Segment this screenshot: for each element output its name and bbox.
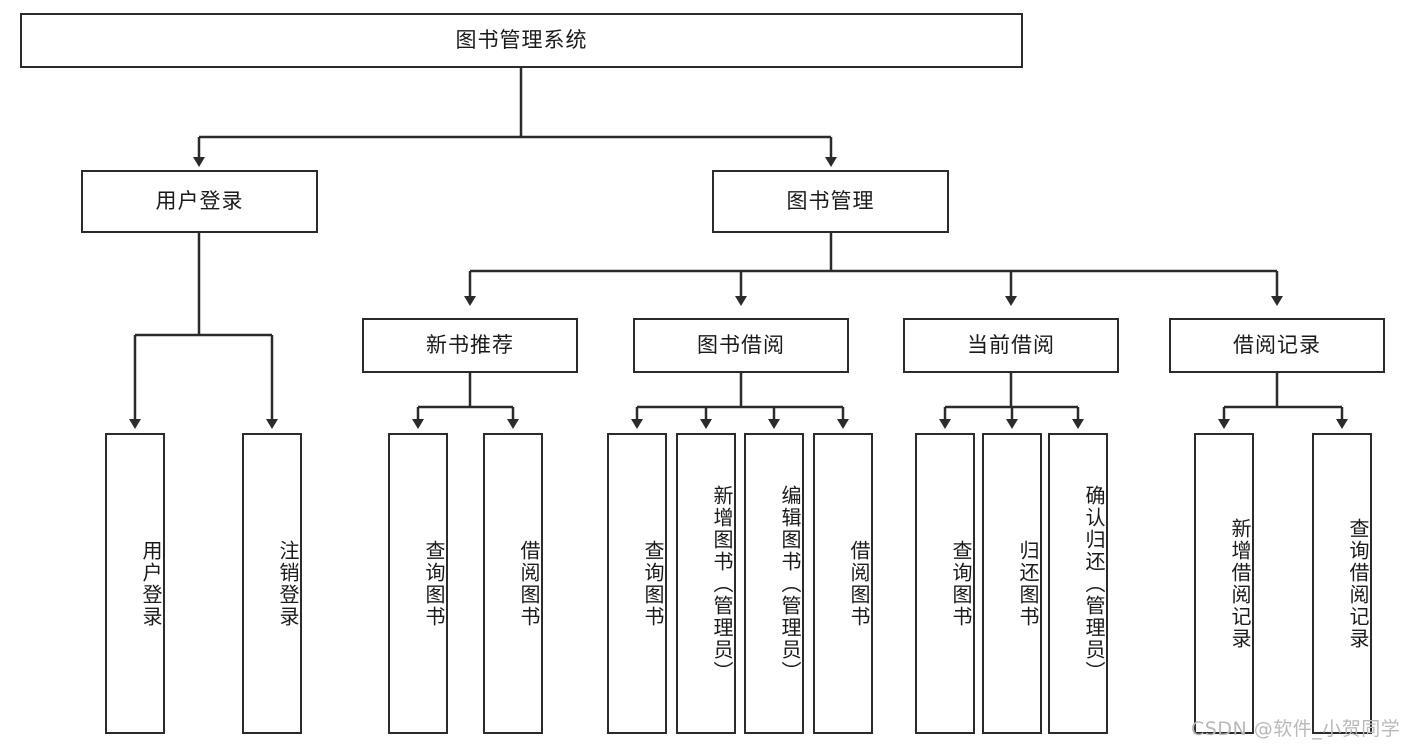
csdn-watermark: CSDN @软件_小贺同学 [1191, 718, 1401, 740]
leaf-new-book-query[interactable]: 查询图书 [388, 433, 448, 734]
node-borrow-record[interactable]: 借阅记录 [1169, 318, 1385, 373]
leaf-book-borrow-add[interactable]: 新增图书（管理员） [676, 433, 736, 734]
leaf-book-borrow-edit[interactable]: 编辑图书（管理员） [744, 433, 804, 734]
leaf-current-borrow-confirm[interactable]: 确认归还（管理员） [1048, 433, 1108, 734]
node-current-borrow[interactable]: 当前借阅 [903, 318, 1119, 373]
node-book-borrow[interactable]: 图书借阅 [633, 318, 849, 373]
leaf-user-login-login[interactable]: 用户登录 [105, 433, 165, 734]
leaf-current-borrow-query[interactable]: 查询图书 [915, 433, 975, 734]
leaf-book-borrow-query[interactable]: 查询图书 [607, 433, 667, 734]
node-user-login[interactable]: 用户登录 [81, 170, 318, 233]
node-book-management[interactable]: 图书管理 [712, 170, 949, 233]
leaf-book-borrow-borrow[interactable]: 借阅图书 [813, 433, 873, 734]
leaf-user-login-logout[interactable]: 注销登录 [242, 433, 302, 734]
leaf-borrow-record-query[interactable]: 查询借阅记录 [1312, 433, 1372, 734]
leaf-current-borrow-return[interactable]: 归还图书 [982, 433, 1042, 734]
node-root[interactable]: 图书管理系统 [20, 13, 1023, 68]
leaf-borrow-record-add[interactable]: 新增借阅记录 [1194, 433, 1254, 734]
leaf-new-book-borrow[interactable]: 借阅图书 [483, 433, 543, 734]
node-new-book-recommend[interactable]: 新书推荐 [362, 318, 578, 373]
